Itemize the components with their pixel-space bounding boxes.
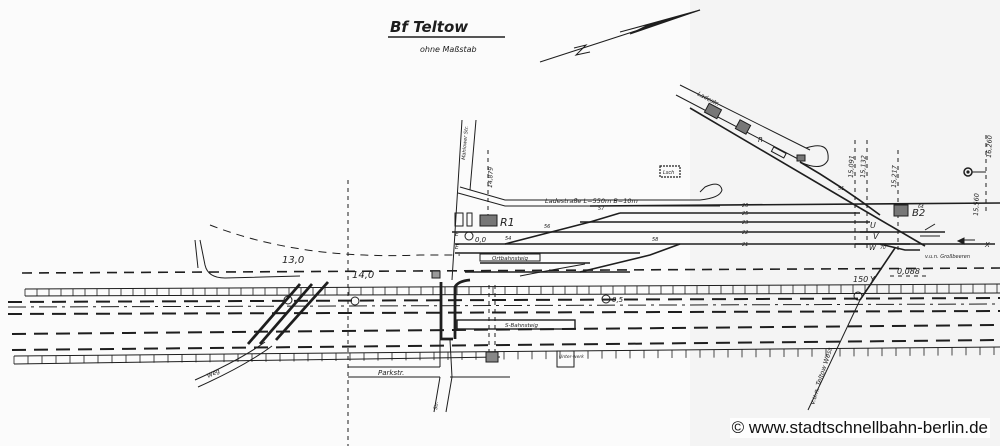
km-0-088: 0,088 <box>897 267 920 276</box>
scan-shade <box>690 0 1000 446</box>
arrow-left-icon <box>956 237 975 245</box>
signal-w: W <box>869 244 877 252</box>
r1-label: R1 <box>500 216 515 229</box>
km-15-217: 15,217 <box>890 164 899 188</box>
km-15-091: 15,091 <box>847 155 856 178</box>
switch-56: 56 <box>544 224 550 230</box>
km-post-13 <box>283 295 293 305</box>
km-14-879: 14,879 <box>487 167 495 188</box>
km-15-560: 15,560 <box>972 193 981 216</box>
track-25: 25 <box>742 211 748 217</box>
km-150: 150 <box>853 275 868 284</box>
km-14-0: 14,0 <box>352 270 374 281</box>
s-bahnsteig-label: S-Bahnsteig <box>505 323 539 329</box>
ortbahnsteig <box>479 253 541 262</box>
str-lower-label: Str. <box>433 401 440 410</box>
km-0-0: 0,0 <box>475 236 487 244</box>
km-0-5: 0,5 <box>612 296 624 304</box>
fence-upper <box>24 284 998 296</box>
signal-e-1: E <box>455 231 459 238</box>
freight-curve <box>209 224 460 257</box>
track-26: 26 <box>742 203 748 209</box>
yard-tracks <box>452 202 1000 277</box>
switch-51: 51 <box>838 186 844 192</box>
unterwerk-label: Unter-werk <box>559 354 584 360</box>
diagram-title: Bf Teltow <box>390 18 468 36</box>
lsch-label: Lsch <box>663 170 674 176</box>
stw-building <box>431 270 441 279</box>
mahlower-str-left <box>451 119 463 281</box>
switch-54: 54 <box>505 236 511 242</box>
fence-lower <box>13 347 995 364</box>
ortbahnsteig-label: Ortbahnsteig <box>492 256 529 262</box>
direction-grossbeeren: v.u.n. Großbeeren <box>925 254 970 260</box>
parkstr-label: Parkstr. <box>378 369 404 377</box>
unterwerk-building <box>556 350 575 368</box>
ladestr-area <box>675 84 881 216</box>
north-arrow-icon <box>539 9 701 63</box>
ladestrasse-road <box>459 183 723 201</box>
entrance-building <box>485 351 499 363</box>
s-bahnsteig <box>456 319 576 330</box>
diagram-subtitle: ohne Maßstab <box>420 45 477 54</box>
signal-e-2: E <box>455 244 459 251</box>
mahlower-str-lower <box>433 339 453 413</box>
r-building-label: R <box>758 136 763 144</box>
km-post-0 <box>464 231 474 241</box>
mahlower-str-label: Mahlower Str. <box>461 126 470 161</box>
b2-label: B2 <box>912 208 925 219</box>
weg-label: Weg <box>206 368 221 380</box>
track-21: 21 <box>742 242 748 248</box>
b2-building <box>893 204 909 217</box>
switch-64: 64 <box>918 204 924 210</box>
main-lines <box>7 267 1000 365</box>
copyright-notice[interactable]: © www.stadtschnellbahn-berlin.de <box>729 418 990 438</box>
switch-58: 58 <box>652 237 658 243</box>
track-23: 23 <box>742 220 748 226</box>
km-16-260: 16,260 <box>985 135 994 158</box>
ladestrasse-label: Ladestraße L=550m B=10m <box>545 197 638 205</box>
km-post-15 <box>853 291 863 301</box>
weg-road <box>194 341 266 381</box>
signal-v: V <box>873 232 879 241</box>
station-passage-right <box>453 278 471 339</box>
lsch-building <box>659 165 681 178</box>
signal-x: X <box>984 241 990 249</box>
track-22: 22 <box>742 230 748 236</box>
km-post-0-5 <box>601 294 611 304</box>
switch-70: 70 <box>880 245 886 251</box>
signal-y: Y <box>870 275 876 284</box>
right-throat <box>807 207 995 411</box>
station-passage-left <box>439 282 453 341</box>
switch-57: 57 <box>598 206 605 212</box>
km-15-132: 15,132 <box>859 155 868 178</box>
km-13-0: 13,0 <box>282 255 304 266</box>
r1-building <box>479 214 498 227</box>
km-post-14 <box>350 296 360 306</box>
flyover <box>194 239 330 345</box>
signal-u: U <box>870 221 876 230</box>
